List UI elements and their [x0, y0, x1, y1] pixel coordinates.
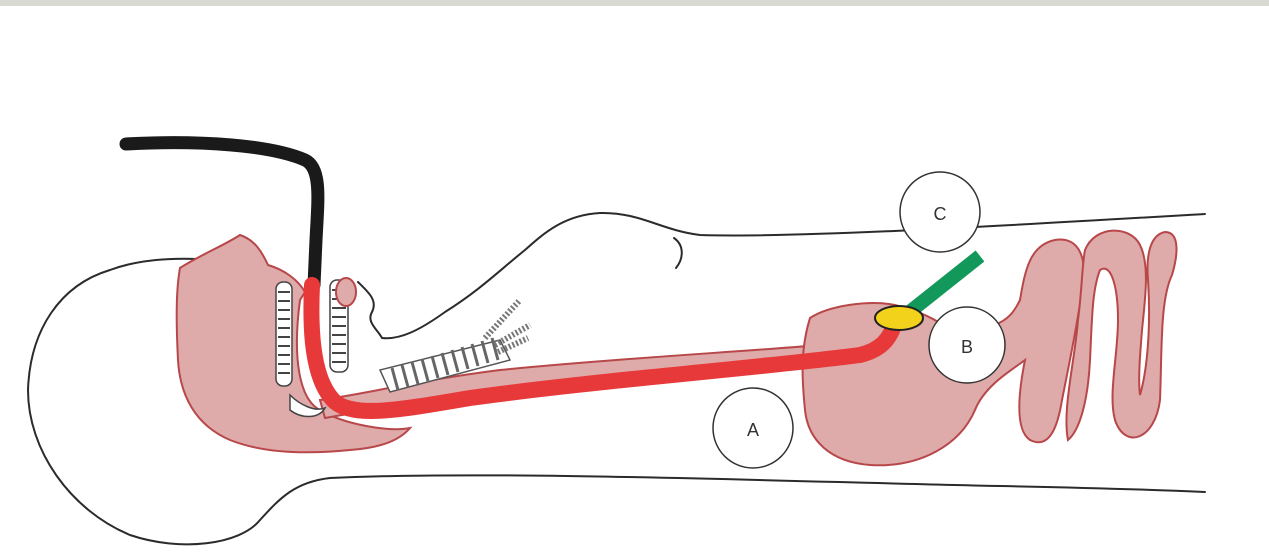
- oral-cavity: [177, 235, 410, 452]
- label-a-marker: A: [713, 388, 793, 468]
- chin-mark: [674, 238, 682, 268]
- label-b-text: B: [961, 337, 973, 357]
- small-intestine: [1066, 231, 1176, 440]
- label-c-marker: C: [900, 172, 980, 252]
- upper-lip: [336, 278, 356, 306]
- label-c-text: C: [934, 204, 947, 224]
- label-b-marker: B: [929, 307, 1005, 383]
- label-a-text: A: [747, 420, 759, 440]
- upper-teeth: [276, 282, 292, 386]
- internal-bumper: [875, 306, 923, 330]
